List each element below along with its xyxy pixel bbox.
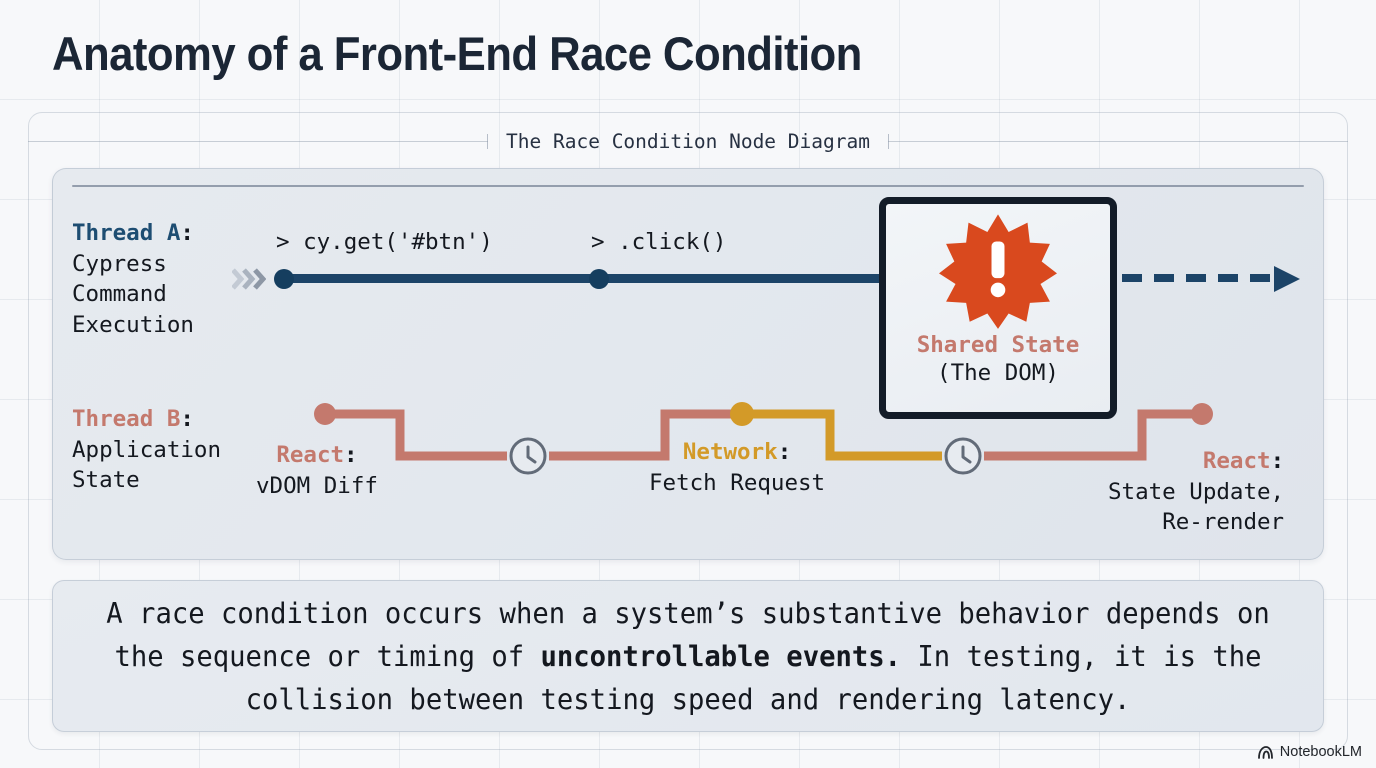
diagram-card bbox=[28, 112, 1348, 750]
thread-a-body-line-3: Execution bbox=[72, 311, 194, 338]
shared-state-title: Shared State bbox=[916, 332, 1080, 358]
thread-b-node-react-1 bbox=[314, 403, 336, 425]
thread-b-node-network bbox=[730, 402, 754, 426]
thread-b-body-line-1: Application bbox=[72, 436, 222, 463]
section-heading-label: The Race Condition Node Diagram bbox=[506, 130, 870, 153]
thread-b-event-label-react-1: React: vDOM Diff bbox=[256, 440, 378, 501]
watermark: NotebookLM bbox=[1257, 744, 1362, 760]
quote-emphasis: uncontrollable events. bbox=[540, 639, 902, 673]
event-1-colon: : bbox=[344, 442, 358, 468]
thread-a-dashed-continuation bbox=[1122, 274, 1274, 282]
thread-b-event-label-react-2: React: State Update, Re-render bbox=[1108, 446, 1284, 538]
event-1-lead: React bbox=[276, 442, 345, 468]
chevrons-icon bbox=[232, 268, 266, 290]
quote-text: A race condition occurs when a system’s … bbox=[101, 592, 1276, 721]
thread-b-lead: Thread B bbox=[72, 406, 181, 432]
thread-b-node-react-2 bbox=[1191, 403, 1213, 425]
notebooklm-logo-icon bbox=[1257, 745, 1273, 759]
shared-state-box: Shared State (The DOM) bbox=[879, 197, 1117, 419]
thread-b-body-line-2: State bbox=[72, 467, 140, 493]
event-3-body-line-2: Re-render bbox=[1162, 509, 1285, 535]
event-3-body-line-1: State Update, bbox=[1108, 478, 1285, 505]
section-heading: The Race Condition Node Diagram bbox=[28, 130, 1349, 153]
heading-rule-left bbox=[28, 134, 489, 149]
event-2-lead: Network bbox=[682, 439, 778, 465]
thread-a-dashed-arrowhead bbox=[1274, 266, 1300, 292]
alert-starburst-icon bbox=[939, 212, 1057, 330]
event-1-body: vDOM Diff bbox=[256, 472, 378, 499]
thread-a-label: Thread A: Cypress Command Execution bbox=[72, 218, 194, 340]
thread-a-lead: Thread A bbox=[72, 220, 181, 246]
thread-a-node-1 bbox=[274, 269, 294, 289]
thread-b-colon: : bbox=[180, 406, 194, 432]
clock-icon bbox=[944, 437, 982, 475]
event-3-lead: React bbox=[1202, 448, 1271, 474]
thread-a-event-label-1: > cy.get('#btn') bbox=[276, 229, 493, 255]
page-title: Anatomy of a Front-End Race Condition bbox=[52, 27, 862, 80]
event-3-colon: : bbox=[1270, 448, 1285, 474]
clock-icon bbox=[509, 437, 547, 475]
thread-a-body-line-1: Cypress bbox=[72, 250, 167, 277]
thread-b-label: Thread B: Application State bbox=[72, 404, 221, 496]
shared-state-subtitle: (The DOM) bbox=[937, 360, 1059, 386]
thread-a-timeline bbox=[278, 274, 966, 283]
quote-part-1: A race condition occurs when a system’s … bbox=[106, 596, 1270, 673]
thread-a-node-2 bbox=[589, 269, 609, 289]
event-2-body: Fetch Request bbox=[649, 469, 826, 496]
event-2-colon: : bbox=[777, 439, 792, 465]
thread-a-event-label-2: > .click() bbox=[591, 229, 727, 255]
thread-b-path bbox=[314, 402, 1213, 475]
heading-rule-right bbox=[887, 134, 1349, 149]
quote-panel: A race condition occurs when a system’s … bbox=[52, 580, 1324, 732]
thread-divider bbox=[72, 185, 1304, 187]
thread-a-body-line-2: Command bbox=[72, 281, 167, 307]
thread-a-colon: : bbox=[180, 220, 194, 246]
watermark-label: NotebookLM bbox=[1279, 744, 1362, 760]
quote-part-2: In testing, it is the collision between … bbox=[245, 639, 1262, 716]
thread-b-event-label-network: Network: Fetch Request bbox=[649, 437, 825, 498]
